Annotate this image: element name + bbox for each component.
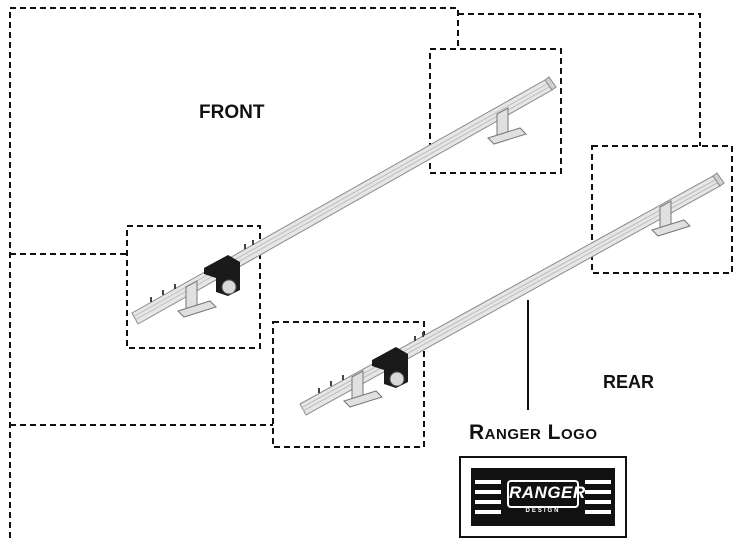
front-rail xyxy=(131,76,557,325)
front-rail-clamp-bracket xyxy=(204,255,240,296)
top-right-outline-line xyxy=(458,13,701,146)
rear-rail-clamp-bracket xyxy=(372,347,408,388)
front-rail-bolts xyxy=(150,240,254,302)
ranger-logo-badge: RANGER DESIGN xyxy=(459,456,627,538)
front-label: FRONT xyxy=(199,102,265,123)
front-rail-foot-left xyxy=(177,280,217,318)
rear-rail-bolts xyxy=(318,332,424,393)
leader-lines xyxy=(9,7,733,538)
ranger-logo-emblem: RANGER DESIGN xyxy=(471,468,615,526)
rear-label: REAR xyxy=(603,372,655,392)
ranger-logo-label: Ranger Logo xyxy=(469,421,598,444)
rear-right-callout-box xyxy=(591,145,733,274)
rear-rail xyxy=(299,172,725,416)
front-rail-foot-right xyxy=(487,107,527,145)
front-outline-line xyxy=(9,7,459,538)
front-left-callout-box xyxy=(126,225,261,349)
ranger-logo-wordmark: RANGER xyxy=(507,480,585,508)
front-right-callout-box xyxy=(429,48,562,174)
rear-rail-foot-left xyxy=(343,370,383,408)
rear-rail-foot-right xyxy=(651,200,691,237)
rear-rail-end-cap xyxy=(712,172,725,187)
ranger-logo-subtext: DESIGN xyxy=(525,508,561,514)
front-rail-end-cap xyxy=(544,76,557,91)
rear-left-callout-box xyxy=(272,321,425,448)
